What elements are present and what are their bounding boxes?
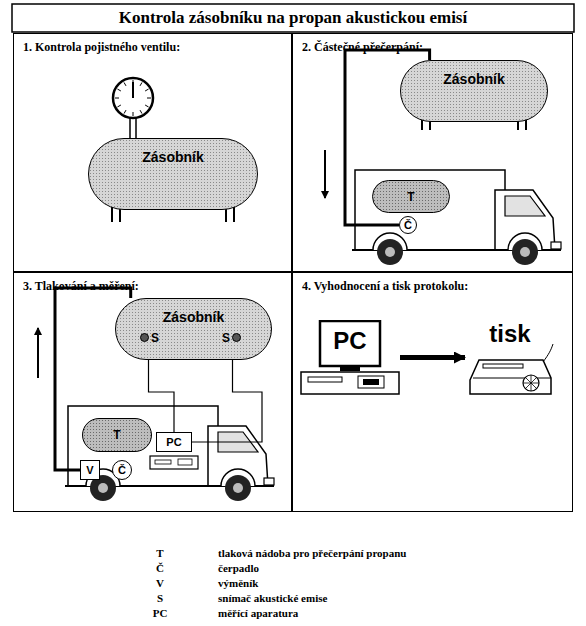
title-text: Kontrola zásobníku na propan akustickou … xyxy=(119,8,467,28)
pressure-vessel: T xyxy=(372,180,450,213)
legend-text: výměník xyxy=(218,577,258,589)
component-box: V xyxy=(80,460,100,480)
truck xyxy=(65,406,274,501)
legend-text: snímač akustické emise xyxy=(218,592,327,604)
sensor-dot xyxy=(140,333,149,342)
node-label: Zásobník xyxy=(142,149,203,165)
node-label: PC xyxy=(333,327,366,355)
flow-arrow xyxy=(400,355,465,360)
pressure-vessel: T xyxy=(82,418,152,452)
legend-symbol: T xyxy=(156,547,163,559)
node-label: S xyxy=(151,331,159,345)
title-frame xyxy=(12,4,574,32)
legend-text: měřící aparatura xyxy=(218,607,298,619)
sensor: S xyxy=(134,330,163,346)
step-panel: 2. Částečné přečerpání: ZásobníkT Č xyxy=(292,33,573,272)
pump-circle: Č xyxy=(399,216,417,234)
title: Kontrola zásobníku na propan akustickou … xyxy=(12,4,574,32)
step-heading: 2. Částečné přečerpání: xyxy=(302,40,423,55)
pressure-gauge xyxy=(113,78,153,139)
node-label: T xyxy=(113,428,120,442)
node-label: Č xyxy=(404,219,412,231)
computer-base xyxy=(150,456,198,469)
printer: tisk xyxy=(465,320,555,395)
sensor-dot xyxy=(232,333,241,342)
step-heading: 3. Tlakování a měření: xyxy=(23,279,139,294)
node-label: Zásobník xyxy=(443,71,504,87)
node-label: S xyxy=(222,331,230,345)
node-label: V xyxy=(86,464,93,476)
computer: PC xyxy=(300,320,400,395)
node-label: PC xyxy=(166,436,181,448)
node-label: Zásobník xyxy=(163,309,224,325)
step-heading: 1. Kontrola pojistného ventilu: xyxy=(23,40,180,55)
legend-text: čerpadlo xyxy=(218,562,259,574)
storage-tank: Zásobník xyxy=(88,138,258,210)
pump-circle: Č xyxy=(112,460,132,480)
sensor: S xyxy=(218,330,247,346)
node-label: tisk xyxy=(489,320,530,348)
legend-text: tlaková nádoba pro přečerpání propanu xyxy=(218,547,406,559)
storage-tank: Zásobník xyxy=(400,60,548,122)
step-panel: 1. Kontrola pojistného ventilu: Zásobník xyxy=(13,33,292,272)
flow-arrow xyxy=(324,150,326,198)
flow-arrow xyxy=(37,328,39,378)
legend-symbol: S xyxy=(157,592,163,604)
step-panel: 4. Vyhodnocení a tisk protokolu: PC tisk xyxy=(292,272,573,512)
step-heading: 4. Vyhodnocení a tisk protokolu: xyxy=(302,279,468,294)
legend-symbol: PC xyxy=(153,607,168,619)
component-box: PC xyxy=(156,432,192,452)
legend-symbol: V xyxy=(156,577,164,589)
storage-tank: ZásobníkS S xyxy=(115,298,272,360)
step-panel: 3. Tlakování a měření: ZásobníkS S T V Č PC xyxy=(13,272,292,512)
legend-symbol: Č xyxy=(156,562,164,574)
node-label: T xyxy=(407,190,414,204)
node-label: Č xyxy=(118,464,126,476)
truck xyxy=(352,170,561,265)
